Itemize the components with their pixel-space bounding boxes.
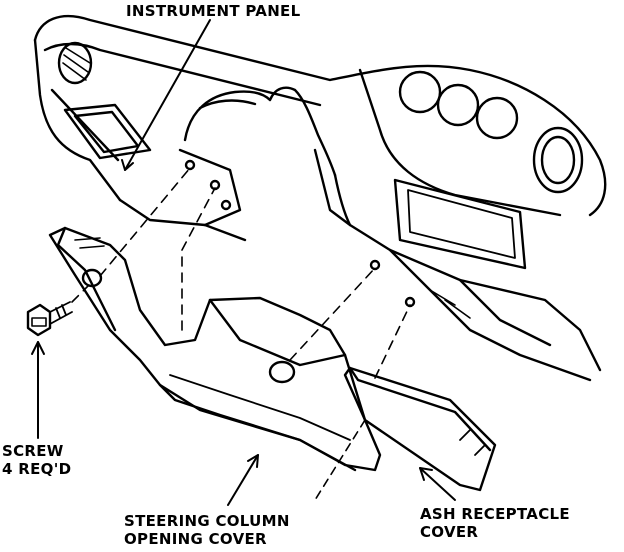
panel-center-edge (313, 148, 352, 227)
steering-column-cover-label: STEERING COLUMN OPENING COVER (124, 512, 290, 548)
cover-outline (48, 226, 382, 472)
alignment-lines (71, 167, 411, 379)
arrowhead-screw (31, 341, 45, 355)
leader-lines (31, 19, 456, 506)
screw-washer (31, 317, 47, 327)
panel-top-edge (33, 14, 607, 217)
align-screw-to-cover (71, 285, 89, 303)
cover-screw-hole-left (81, 268, 103, 288)
cover-bottom-lip (158, 383, 357, 472)
panel-right-lower (333, 173, 602, 372)
steering-column-label-line-1: STEERING COLUMN (124, 512, 290, 530)
radio-opening (393, 178, 527, 270)
screw-hole-3 (220, 199, 232, 211)
align-cover-to-panel-2 (181, 187, 216, 331)
left-vent (63, 103, 152, 160)
panel-left-bracket (178, 148, 242, 227)
gauge-large-inner (540, 135, 576, 185)
ash-cover-extension (314, 419, 366, 501)
panel-left-crease (50, 88, 120, 162)
ash-clip (429, 289, 471, 319)
screw-head (26, 303, 52, 337)
ash-opening-edge (388, 248, 592, 382)
cover-tabs (74, 237, 105, 249)
radio-opening-inner (407, 189, 516, 259)
steering-column-cover (48, 226, 382, 472)
arrowhead-ash-receptacle (419, 467, 433, 481)
gauge-large (532, 126, 584, 194)
gauge-2 (436, 83, 480, 127)
arrowhead-instrument-panel (121, 159, 134, 171)
ash-opening-inner (458, 278, 552, 347)
screw-label-line-1: SCREW (2, 442, 64, 460)
screw-hole-4 (369, 259, 381, 271)
left-vent-inner (73, 110, 140, 154)
align-cover-to-panel-1 (99, 167, 191, 277)
gauge-3 (475, 96, 519, 140)
leader-steering-column (227, 454, 259, 506)
arrowhead-steering-column (247, 454, 259, 468)
screw-label-line-2: 4 REQ'D (2, 460, 72, 478)
headlamp-knob (57, 41, 93, 85)
knob-ribs (62, 47, 91, 81)
ash-cover-fold (348, 366, 492, 452)
cover-screw-hole-center (268, 360, 296, 384)
ash-receptacle-cover-label: ASH RECEPTACLE COVER (420, 505, 570, 541)
screw-thread (49, 301, 73, 325)
align-ash-to-panel (374, 304, 411, 379)
cover-inner-fold (208, 298, 347, 367)
panel-lower-lip (118, 198, 247, 242)
ash-cover-tabs (459, 429, 486, 456)
ash-receptacle-label-line-1: ASH RECEPTACLE (420, 505, 570, 523)
align-cover-to-panel-3 (289, 267, 376, 361)
screw (26, 301, 73, 337)
screw-hole-1 (184, 159, 196, 171)
gauge-1 (398, 70, 442, 114)
leader-ash-receptacle (419, 467, 456, 501)
ash-cover-outline (343, 366, 497, 492)
panel-inner-edge (43, 42, 322, 107)
cover-bottom-rib (169, 374, 351, 441)
ash-receptacle-cover (343, 366, 497, 492)
ash-receptacle-label-line-2: COVER (420, 523, 479, 541)
leader-instrument-panel (124, 19, 211, 171)
instrument-panel (33, 14, 607, 382)
column-cutout (183, 86, 337, 177)
cover-left-flange (56, 226, 117, 332)
instrument-panel-label: INSTRUMENT PANEL (126, 2, 300, 20)
instrument-panel-label-text: INSTRUMENT PANEL (126, 2, 301, 20)
column-cutout-rim (198, 99, 257, 110)
steering-column-label-line-2: OPENING COVER (124, 530, 267, 548)
screw-label: SCREW 4 REQ'D (2, 442, 71, 478)
panel-left-end (33, 38, 122, 202)
